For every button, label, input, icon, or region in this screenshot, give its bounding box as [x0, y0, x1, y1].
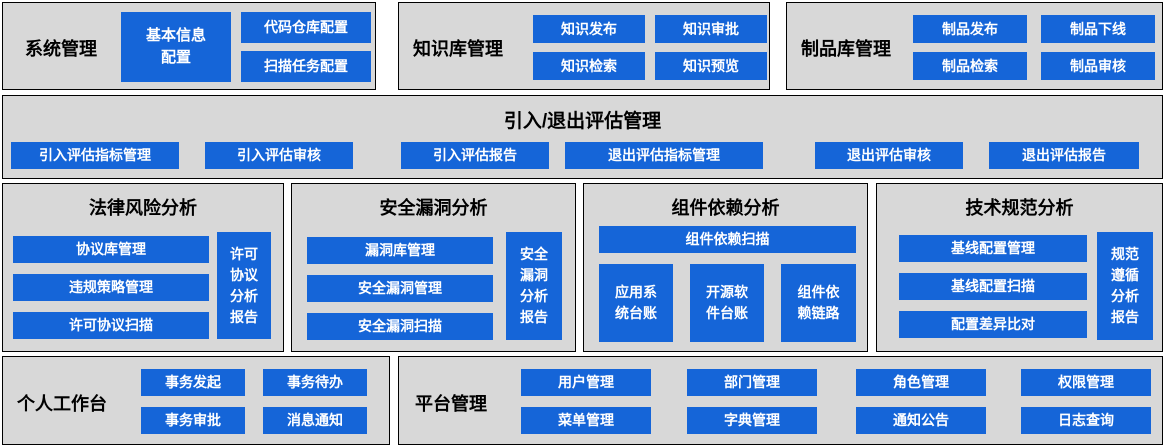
panel-system-management: 系统管理 基本信息配置 代码仓库配置 扫描任务配置 — [2, 2, 376, 90]
dependency-scan-button[interactable]: 组件依赖扫描 — [599, 226, 856, 253]
log-query-button[interactable]: 日志查询 — [1021, 407, 1151, 434]
spec-analysis-title: 技术规范分析 — [965, 198, 1074, 218]
menu-manage-button[interactable]: 菜单管理 — [521, 407, 651, 434]
security-vuln-title: 安全漏洞分析 — [379, 198, 488, 218]
panel-spec-analysis: 技术规范分析 基线配置管理 基线配置扫描 配置差异比对 规范遵循分析报告 — [876, 183, 1163, 352]
exit-eval-metric-button[interactable]: 退出评估指标管理 — [565, 142, 763, 169]
dept-manage-button[interactable]: 部门管理 — [687, 369, 817, 396]
knowledge-search-button[interactable]: 知识检索 — [533, 52, 645, 80]
task-todo-button[interactable]: 事务待办 — [263, 369, 367, 396]
product-offline-button[interactable]: 制品下线 — [1041, 15, 1155, 43]
platform-management-title: 平台管理 — [415, 394, 487, 414]
panel-evaluation-management: 引入/退出评估管理 引入评估指标管理 引入评估审核 引入评估报告 退出评估指标管… — [2, 95, 1163, 179]
permission-manage-button[interactable]: 权限管理 — [1021, 369, 1151, 396]
basic-info-config-button[interactable]: 基本信息配置 — [121, 12, 231, 82]
knowledge-management-title: 知识库管理 — [413, 39, 503, 59]
dict-manage-button[interactable]: 字典管理 — [687, 407, 817, 434]
vuln-library-button[interactable]: 漏洞库管理 — [307, 237, 493, 264]
vuln-scan-button[interactable]: 安全漏洞扫描 — [307, 313, 493, 340]
import-eval-report-button[interactable]: 引入评估报告 — [401, 142, 549, 169]
violation-policy-button[interactable]: 违规策略管理 — [13, 274, 209, 301]
product-publish-button[interactable]: 制品发布 — [913, 15, 1027, 43]
product-management-title: 制品库管理 — [801, 39, 891, 59]
panel-knowledge-management: 知识库管理 知识发布 知识审批 知识检索 知识预览 — [398, 2, 770, 90]
task-initiate-button[interactable]: 事务发起 — [141, 369, 245, 396]
license-scan-button[interactable]: 许可协议扫描 — [13, 312, 209, 339]
code-repo-config-button[interactable]: 代码仓库配置 — [241, 12, 371, 43]
dependency-analysis-title: 组件依赖分析 — [671, 198, 780, 218]
system-management-title: 系统管理 — [25, 39, 97, 59]
knowledge-publish-button[interactable]: 知识发布 — [533, 15, 645, 43]
panel-dependency-analysis: 组件依赖分析 组件依赖扫描 应用系统台账 开源软件台账 组件依赖链路 — [583, 183, 868, 352]
panel-platform-management: 平台管理 用户管理 部门管理 角色管理 权限管理 菜单管理 字典管理 通知公告 … — [398, 356, 1163, 445]
product-review-button[interactable]: 制品审核 — [1041, 52, 1155, 80]
notice-announce-button[interactable]: 通知公告 — [856, 407, 986, 434]
vuln-manage-button[interactable]: 安全漏洞管理 — [307, 275, 493, 302]
product-search-button[interactable]: 制品检索 — [913, 52, 1027, 80]
license-analysis-report-button[interactable]: 许可协议分析报告 — [217, 232, 271, 339]
import-eval-metric-button[interactable]: 引入评估指标管理 — [11, 142, 179, 169]
user-manage-button[interactable]: 用户管理 — [521, 369, 651, 396]
knowledge-preview-button[interactable]: 知识预览 — [655, 52, 767, 80]
evaluation-management-title: 引入/退出评估管理 — [503, 111, 662, 132]
knowledge-approval-button[interactable]: 知识审批 — [655, 15, 767, 43]
legal-risk-title: 法律风险分析 — [89, 198, 197, 218]
message-notify-button[interactable]: 消息通知 — [263, 407, 367, 434]
dependency-chain-button[interactable]: 组件依赖链路 — [781, 264, 856, 342]
spec-compliance-report-button[interactable]: 规范遵循分析报告 — [1097, 232, 1153, 340]
vuln-analysis-report-button[interactable]: 安全漏洞分析报告 — [506, 232, 562, 340]
exit-eval-review-button[interactable]: 退出评估审核 — [815, 142, 963, 169]
import-eval-review-button[interactable]: 引入评估审核 — [205, 142, 353, 169]
panel-security-vuln-analysis: 安全漏洞分析 漏洞库管理 安全漏洞管理 安全漏洞扫描 安全漏洞分析报告 — [291, 183, 576, 352]
panel-product-management: 制品库管理 制品发布 制品下线 制品检索 制品审核 — [786, 2, 1163, 90]
agreement-library-button[interactable]: 协议库管理 — [13, 236, 209, 263]
panel-legal-risk-analysis: 法律风险分析 协议库管理 违规策略管理 许可协议扫描 许可协议分析报告 — [2, 183, 284, 352]
exit-eval-report-button[interactable]: 退出评估报告 — [989, 142, 1139, 169]
role-manage-button[interactable]: 角色管理 — [856, 369, 986, 396]
oss-ledger-button[interactable]: 开源软件台账 — [690, 264, 764, 342]
config-diff-compare-button[interactable]: 配置差异比对 — [899, 311, 1087, 338]
app-system-ledger-button[interactable]: 应用系统台账 — [599, 264, 673, 342]
baseline-config-scan-button[interactable]: 基线配置扫描 — [899, 273, 1087, 300]
task-approve-button[interactable]: 事务审批 — [141, 407, 245, 434]
scan-task-config-button[interactable]: 扫描任务配置 — [241, 51, 371, 82]
panel-personal-workspace: 个人工作台 事务发起 事务待办 事务审批 消息通知 — [2, 356, 390, 445]
baseline-config-manage-button[interactable]: 基线配置管理 — [899, 235, 1087, 262]
personal-workspace-title: 个人工作台 — [17, 394, 107, 414]
